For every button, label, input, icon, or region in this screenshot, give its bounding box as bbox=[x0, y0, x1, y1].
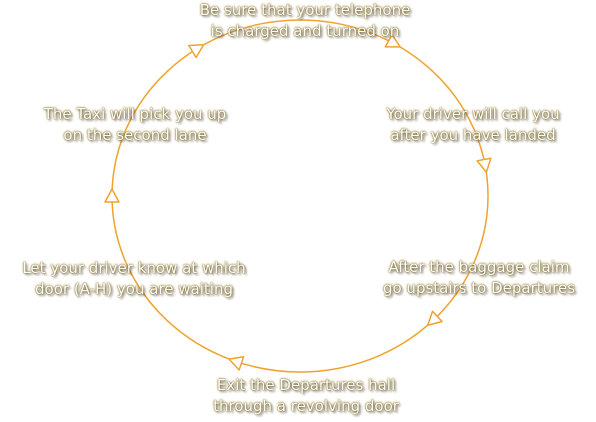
step-charge-phone: Be sure that your telephone is charged a… bbox=[172, 0, 438, 42]
step-line: Exit the Departures hall bbox=[216, 376, 396, 394]
step-go-upstairs: After the baggage claim go upstairs to D… bbox=[364, 257, 594, 299]
step-driver-calls: Your driver will call you after you have… bbox=[358, 104, 588, 146]
step-line: go upstairs to Departures bbox=[382, 279, 576, 297]
step-line: is charged and turned on bbox=[210, 22, 400, 40]
step-line: Your driver will call you bbox=[386, 105, 560, 123]
step-exit-hall: Exit the Departures hall through a revol… bbox=[188, 375, 424, 417]
step-line: on the second lane bbox=[63, 126, 207, 144]
triangle-arrow-icon bbox=[188, 44, 205, 59]
step-line: Let your driver know at which bbox=[22, 259, 246, 277]
step-taxi-pickup: The Taxi will pick you up on the second … bbox=[18, 104, 252, 146]
step-line: Be sure that your telephone bbox=[199, 1, 411, 19]
triangle-arrow-icon bbox=[427, 310, 443, 327]
triangle-arrow-icon bbox=[476, 157, 492, 174]
step-line: through a revolving door bbox=[213, 397, 399, 415]
triangle-arrow-icon bbox=[104, 188, 120, 203]
step-line: The Taxi will pick you up bbox=[43, 105, 227, 123]
triangle-arrow-icon bbox=[384, 33, 401, 48]
triangle-arrow-icon bbox=[228, 355, 245, 371]
step-line: door (A-H) you are waiting bbox=[35, 280, 233, 298]
step-tell-door: Let your driver know at which door (A-H)… bbox=[0, 258, 268, 300]
step-line: After the baggage claim bbox=[388, 258, 570, 276]
step-line: after you have landed bbox=[390, 126, 556, 144]
